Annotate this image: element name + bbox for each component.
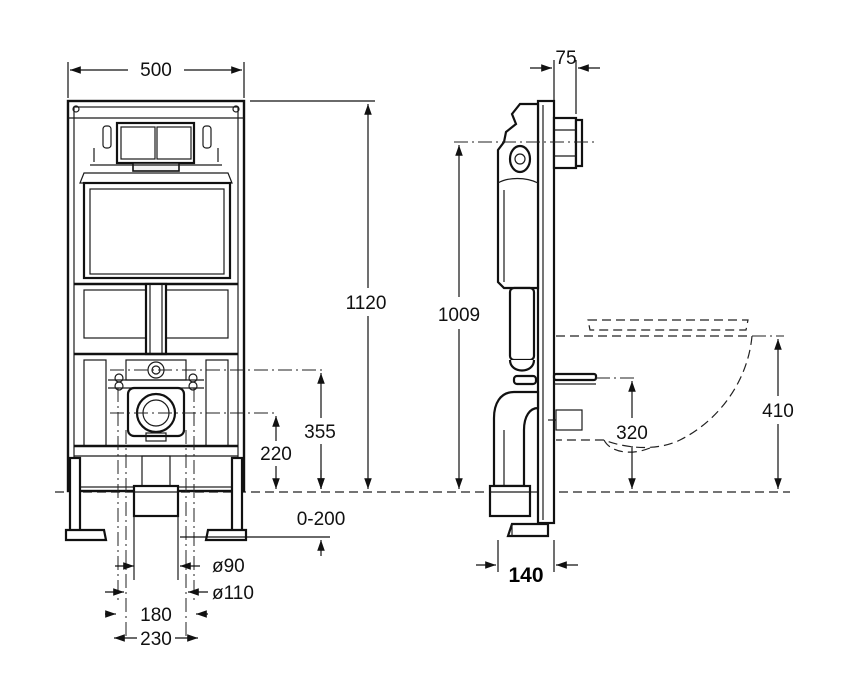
cistern-side: [496, 102, 540, 290]
side-frame-column: [536, 99, 556, 525]
dim-height-355: 355: [304, 373, 336, 489]
dim-label-355: 355: [304, 422, 336, 443]
dim-label-dia-90: ø90: [212, 556, 245, 577]
wall-hung-pan: [556, 319, 753, 453]
dim-label-75: 75: [555, 48, 576, 69]
dim-depth-140: 140: [476, 540, 578, 587]
dim-height-410: 410: [762, 339, 794, 489]
dim-diameter-110: ø110: [105, 583, 254, 604]
dim-label-220: 220: [260, 444, 292, 465]
flush-plate: [115, 121, 196, 172]
waste-elbow-front: [126, 386, 186, 442]
dim-width-500: 500: [67, 60, 245, 98]
flush-pipe-side: [508, 286, 538, 386]
dim-label-140: 140: [508, 564, 543, 587]
dim-label-dia-110: ø110: [212, 583, 254, 604]
dim-label-230: 230: [140, 629, 172, 650]
dim-diameter-90: ø90: [115, 556, 245, 577]
dim-range-0-200: 0-200: [180, 470, 345, 556]
dim-height-220: 220: [260, 416, 292, 489]
dim-spacing-230: 230: [114, 629, 198, 650]
dim-label-320: 320: [616, 423, 648, 444]
dim-label-0-200: 0-200: [297, 509, 346, 530]
side-view: [488, 99, 598, 538]
dim-label-410: 410: [762, 401, 794, 422]
dim-height-1009: 1009: [438, 145, 480, 489]
dim-label-1009: 1009: [438, 305, 480, 326]
dim-label-1120: 1120: [346, 293, 387, 314]
waste-outlet-front: [132, 455, 180, 518]
dim-label-500: 500: [140, 60, 172, 81]
dim-label-180: 180: [140, 605, 172, 626]
front-view: [64, 99, 325, 640]
dim-depth-75: 75: [530, 48, 600, 114]
cistern-front: [79, 172, 233, 280]
dim-height-320: 320: [616, 381, 648, 489]
dim-height-1120: 1120: [250, 100, 387, 489]
dim-spacing-180: 180: [105, 605, 208, 626]
waste-bend-side: [488, 390, 540, 518]
